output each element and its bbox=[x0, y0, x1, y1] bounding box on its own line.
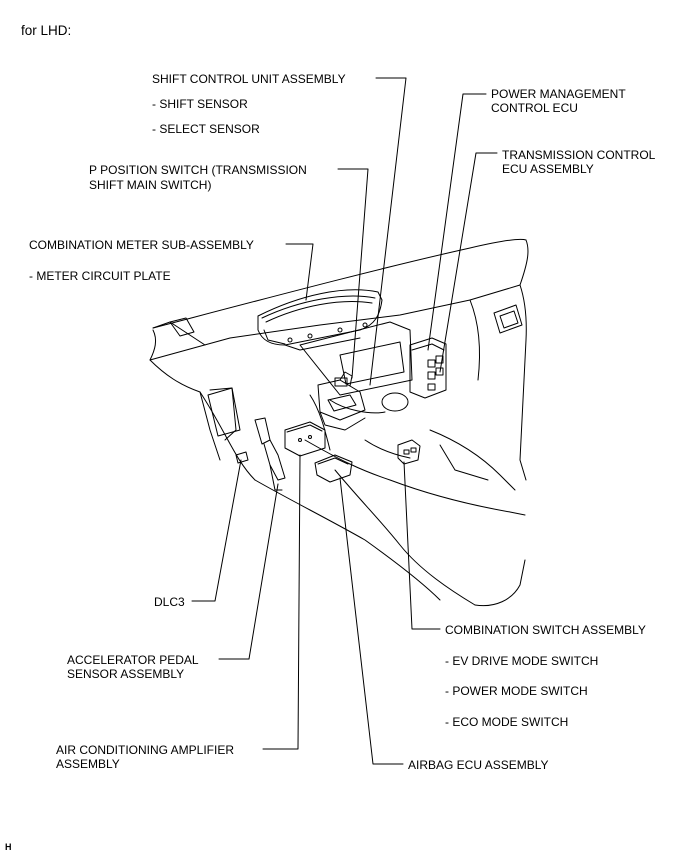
footer-mark: H bbox=[5, 842, 12, 852]
label-airbag-ecu: AIRBAG ECU ASSEMBLY bbox=[408, 758, 549, 772]
label-combination-meter: COMBINATION METER SUB-ASSEMBLY bbox=[29, 238, 254, 252]
ac-amplifier bbox=[284, 421, 326, 457]
label-shift-control-unit: SHIFT CONTROL UNIT ASSEMBLY bbox=[152, 72, 346, 86]
label-ev-drive-mode: - EV DRIVE MODE SWITCH bbox=[445, 654, 599, 668]
label-select-sensor: - SELECT SENSOR bbox=[152, 122, 260, 136]
label-dlc3: DLC3 bbox=[154, 595, 185, 609]
label-power-management-ecu-1: POWER MANAGEMENT bbox=[491, 87, 626, 101]
dlc3-connector bbox=[235, 451, 249, 464]
label-transmission-ecu-2: ECU ASSEMBLY bbox=[502, 162, 594, 176]
accelerator-pedal bbox=[254, 417, 286, 491]
label-power-mode: - POWER MODE SWITCH bbox=[445, 684, 588, 698]
label-power-management-ecu-2: CONTROL ECU bbox=[491, 101, 578, 115]
label-meter-circuit-plate: - METER CIRCUIT PLATE bbox=[29, 269, 171, 283]
shift-control-unit bbox=[317, 371, 366, 431]
label-shift-sensor: - SHIFT SENSOR bbox=[152, 97, 248, 111]
label-combination-switch: COMBINATION SWITCH ASSEMBLY bbox=[445, 623, 646, 637]
label-p-position-switch-2: SHIFT MAIN SWITCH) bbox=[89, 178, 212, 192]
center-display bbox=[299, 321, 413, 414]
label-transmission-ecu-1: TRANSMISSION CONTROL bbox=[502, 148, 656, 162]
label-p-position-switch-1: P POSITION SWITCH (TRANSMISSION bbox=[89, 163, 307, 177]
leader-lines bbox=[191, 77, 498, 765]
power-management-ecu bbox=[409, 337, 447, 399]
label-accelerator-pedal-2: SENSOR ASSEMBLY bbox=[67, 667, 185, 681]
page-header: for LHD: bbox=[21, 23, 72, 38]
label-ac-amplifier-1: AIR CONDITIONING AMPLIFIER bbox=[56, 743, 235, 757]
airbag-ecu bbox=[314, 454, 353, 483]
label-ac-amplifier-2: ASSEMBLY bbox=[56, 757, 120, 771]
combination-switch bbox=[397, 439, 421, 465]
label-eco-mode: - ECO MODE SWITCH bbox=[445, 715, 569, 729]
label-accelerator-pedal-1: ACCELERATOR PEDAL bbox=[67, 653, 199, 667]
dashboard-outline bbox=[149, 238, 529, 607]
